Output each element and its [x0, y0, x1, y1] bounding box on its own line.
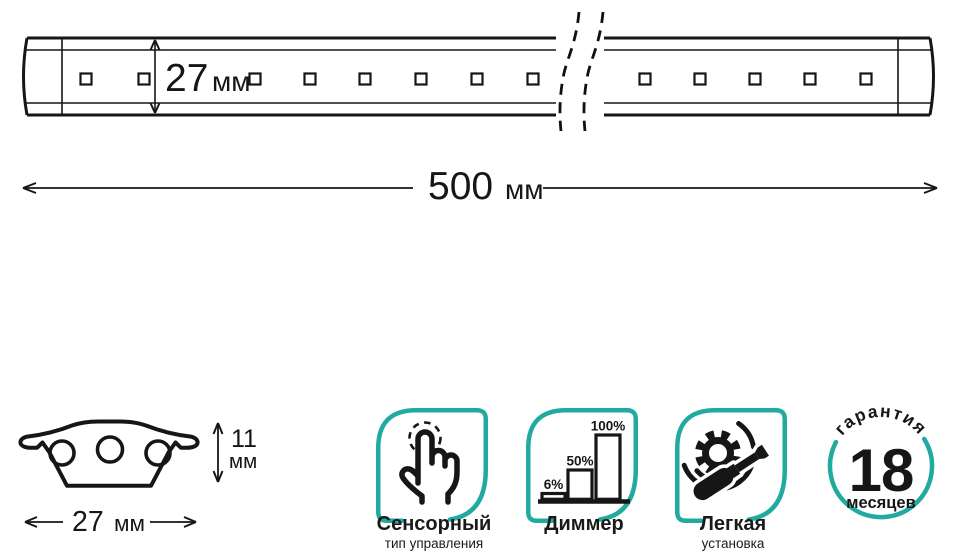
end-cap-separators: [61, 38, 899, 115]
arrowheads-vertical: [149, 39, 161, 114]
left-end-cap-curve: [22, 37, 29, 116]
led-bar-top-view-drawing: 27 мм 500 мм: [22, 11, 938, 208]
bar-50-percent: [566, 468, 594, 501]
profile-holes: [48, 435, 172, 467]
profile-height-dimension: 11 мм: [212, 422, 257, 483]
label-50-percent: 50%: [566, 454, 593, 469]
bar-length-unit: мм: [505, 174, 544, 205]
screwdriver: [690, 441, 773, 504]
profile-outline: [18, 419, 200, 488]
led-diodes-row: [79, 72, 873, 86]
gear-screwdriver-icon: [681, 421, 773, 504]
length-dimension: 500 мм: [22, 165, 938, 208]
touch-finger-icon: [399, 421, 460, 505]
profile-width-dimension: 27 мм: [24, 506, 197, 538]
badge-border: [526, 408, 638, 523]
height-dimension: 27 мм: [149, 39, 251, 114]
feature-title-installation: Легкая: [699, 513, 767, 535]
badge-border: [376, 408, 488, 523]
bar-outline: [22, 36, 935, 117]
bar-height-value: 27: [165, 57, 208, 100]
profile-width-unit: мм: [114, 511, 145, 536]
profile-height-value: 11: [231, 425, 257, 453]
cross-section-drawing: 11 мм 27 мм: [18, 419, 257, 538]
bar-6-percent: [540, 491, 567, 501]
break-lines: [558, 11, 605, 132]
feature-badge-dimmer: 6% 50% 100%: [526, 408, 638, 523]
dimmer-bars-icon: 6% 50% 100%: [538, 419, 630, 504]
feature-title-touch: Сенсорный: [376, 513, 492, 535]
pointing-hand: [399, 429, 460, 505]
feature-title-dimmer: Диммер: [544, 513, 624, 535]
badge-border: [675, 408, 787, 523]
feature-badge-installation: [675, 408, 787, 523]
label-100-percent: 100%: [591, 419, 626, 434]
warranty-ring: [827, 436, 935, 520]
feature-subtitle-touch: тип управления: [384, 536, 484, 551]
bar-length-value: 500: [428, 165, 493, 208]
bar-100-percent: [594, 433, 622, 501]
feature-subtitle-installation: установка: [701, 536, 765, 551]
profile-width-value: 27: [72, 506, 104, 538]
bar-height-unit: мм: [212, 66, 251, 97]
right-end-cap-curve: [928, 37, 935, 116]
warranty-value: 18: [849, 437, 914, 504]
arrowheads-horizontal: [22, 182, 938, 194]
warranty-badge: гарантия 18 месяцев: [827, 401, 935, 520]
label-6-percent: 6%: [544, 477, 564, 492]
profile-height-unit: мм: [229, 450, 257, 473]
feature-badge-touch: [376, 408, 488, 523]
warranty-unit: месяцев: [846, 494, 915, 512]
warranty-arc-text: гарантия: [830, 401, 931, 439]
